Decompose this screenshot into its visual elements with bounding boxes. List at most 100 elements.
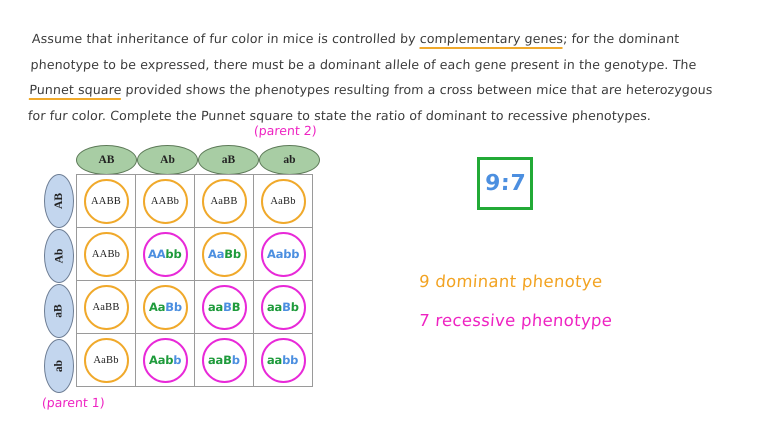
phenotype-ring-magenta: aaBb: [260, 284, 306, 330]
phenotype-ring-orange: AaBb: [260, 178, 306, 224]
parent2-label: (parent 2): [253, 123, 318, 138]
question-text-run: provided shows the phenotypes resulting …: [121, 82, 713, 97]
punnett-cell[interactable]: AABB: [77, 175, 136, 228]
parent1-label: (parent 1): [41, 395, 106, 410]
genotype-letter: B: [164, 300, 174, 314]
genotype-handwritten: AaBb: [148, 300, 181, 314]
column-header-label: aB: [221, 154, 236, 166]
genotype-printed: AABb: [150, 195, 180, 207]
underlined-term: Punnet square: [28, 82, 122, 100]
phenotype-ring-orange: AaBB: [83, 284, 129, 330]
phenotype-ring-orange: AABb: [83, 231, 129, 277]
row-header-aB: aB: [44, 284, 74, 338]
genotype-letter: b: [172, 353, 182, 367]
question-text: Assume that inheritance of fur color in …: [27, 26, 738, 128]
phenotype-ring-orange: AaBB: [201, 178, 247, 224]
genotype-letter: A: [148, 300, 158, 314]
phenotype-ring-orange: AABb: [142, 178, 188, 224]
punnett-cell[interactable]: aabb: [254, 334, 313, 387]
genotype-letter: b: [232, 247, 241, 261]
row-headers: AB Ab aB ab: [44, 174, 74, 394]
punnett-cell[interactable]: AaBb: [136, 281, 195, 334]
punnett-cell[interactable]: aaBb: [254, 281, 313, 334]
row-header-AB: AB: [44, 174, 74, 228]
genotype-letter: B: [222, 300, 232, 314]
genotype-printed: AABB: [91, 195, 121, 207]
genotype-letter: A: [266, 247, 276, 261]
phenotype-ring-magenta: aaBB: [201, 284, 247, 330]
row-header-label: AB: [52, 193, 65, 209]
annotation-dominant: 9 dominant phenotye: [418, 272, 604, 291]
question-text-run: phenotype to be expressed, there must be…: [30, 56, 697, 72]
genotype-handwritten: Aabb: [267, 247, 300, 261]
genotype-letter: b: [290, 300, 300, 314]
question-line: Punnet square provided shows the phenoty…: [28, 77, 736, 103]
column-header-ab: ab: [259, 145, 320, 175]
phenotype-ring-orange: AaBb: [83, 337, 129, 383]
genotype-printed: AABb: [91, 248, 121, 260]
phenotype-ring-magenta: Aabb: [260, 231, 306, 277]
annotation-recessive: 7 recessive phenotype: [418, 311, 613, 330]
column-header-label: ab: [283, 154, 296, 166]
genotype-letter: b: [290, 353, 299, 367]
column-headers: AB Ab aB ab: [76, 145, 320, 175]
genotype-printed: AaBb: [270, 195, 296, 207]
punnett-cell[interactable]: AAbb: [136, 228, 195, 281]
genotype-letter: B: [231, 300, 241, 314]
punnett-cell[interactable]: AaBb: [77, 334, 136, 387]
genotype-handwritten: aabb: [267, 353, 299, 367]
genotype-letter: A: [207, 247, 217, 261]
column-header-label: Ab: [160, 154, 175, 166]
punnett-cell[interactable]: AaBb: [254, 175, 313, 228]
row-header-label: ab: [53, 359, 65, 373]
question-text-run: Assume that inheritance of fur color in …: [31, 31, 421, 46]
punnett-cell[interactable]: aaBb: [195, 334, 254, 387]
row-header-label: aB: [52, 304, 65, 318]
genotype-handwritten: aaBb: [208, 353, 240, 367]
question-line: Assume that inheritance of fur color in …: [31, 26, 738, 52]
phenotype-ring-magenta: Aabb: [142, 337, 188, 383]
answer-value: 9:7: [483, 171, 527, 196]
genotype-letter: b: [231, 353, 241, 367]
phenotype-ring-orange: AaBb: [201, 231, 247, 277]
column-header-Ab: Ab: [137, 145, 198, 175]
answer-box[interactable]: 9:7: [477, 157, 533, 210]
genotype-handwritten: AaBb: [207, 247, 240, 261]
underlined-term: complementary genes: [419, 31, 564, 49]
punnett-cell[interactable]: AaBb: [195, 228, 254, 281]
column-header-AB: AB: [76, 145, 137, 175]
genotype-printed: AaBB: [92, 301, 120, 313]
row-header-ab: ab: [44, 339, 74, 393]
genotype-handwritten: Aabb: [149, 353, 182, 367]
genotype-letter: A: [148, 353, 158, 367]
phenotype-ring-magenta: aabb: [260, 337, 306, 383]
genotype-letter: b: [290, 247, 300, 261]
punnett-cell[interactable]: aaBB: [195, 281, 254, 334]
question-text-run: for fur color. Complete the Punnet squar…: [27, 107, 652, 123]
column-header-aB: aB: [198, 145, 259, 175]
phenotype-ring-orange: AABB: [83, 178, 129, 224]
punnett-cell[interactable]: AABb: [77, 228, 136, 281]
genotype-letter: b: [173, 247, 182, 261]
phenotype-ring-orange: AaBb: [142, 284, 188, 330]
question-line: for fur color. Complete the Punnet squar…: [27, 103, 734, 129]
phenotype-ring-magenta: AAbb: [142, 231, 188, 277]
row-header-Ab: Ab: [44, 229, 74, 283]
punnett-cell[interactable]: AABb: [136, 175, 195, 228]
punnett-cell[interactable]: AaBB: [195, 175, 254, 228]
genotype-printed: AaBb: [93, 354, 119, 366]
genotype-handwritten: aaBB: [208, 300, 241, 314]
punnett-cell[interactable]: Aabb: [254, 228, 313, 281]
genotype-letter: b: [173, 300, 182, 314]
genotype-letter: B: [223, 247, 233, 261]
genotype-handwritten: aaBb: [267, 300, 299, 314]
question-text-run: ; for the dominant: [562, 31, 680, 46]
row-header-label: Ab: [52, 248, 65, 264]
punnett-cell[interactable]: Aabb: [136, 334, 195, 387]
genotype-printed: AaBB: [210, 195, 238, 207]
genotype-handwritten: AAbb: [148, 247, 182, 261]
punnett-cell[interactable]: AaBB: [77, 281, 136, 334]
column-header-label: AB: [98, 154, 115, 166]
phenotype-ring-magenta: aaBb: [201, 337, 247, 383]
